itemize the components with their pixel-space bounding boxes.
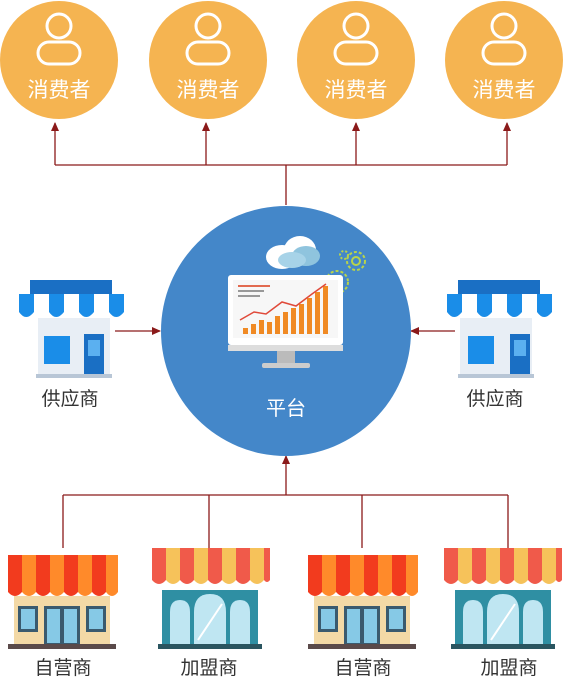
supplier-node-right bbox=[447, 280, 552, 378]
shop-icon bbox=[152, 548, 270, 649]
supplier-node-left bbox=[19, 280, 124, 378]
user-icon bbox=[333, 12, 379, 66]
supplier-label-left: 供应商 bbox=[41, 388, 99, 410]
consumer-label-4: 消费者 bbox=[472, 78, 536, 102]
consumer-label-2: 消费者 bbox=[176, 78, 240, 102]
consumer-connectors bbox=[51, 122, 511, 205]
user-icon bbox=[185, 12, 231, 66]
consumer-node-1 bbox=[0, 1, 118, 119]
consumer-node-2 bbox=[149, 1, 267, 119]
consumer-label-1: 消费者 bbox=[27, 78, 91, 102]
platform-label: 平台 bbox=[266, 396, 306, 420]
store-node-1 bbox=[8, 555, 118, 649]
supplier-label-right: 供应商 bbox=[466, 388, 524, 410]
store-label-4: 加盟商 bbox=[480, 657, 538, 679]
cloud-icon bbox=[266, 236, 320, 269]
store-node-4 bbox=[444, 548, 562, 649]
store-connectors bbox=[62, 455, 509, 548]
platform-node bbox=[161, 206, 411, 456]
consumer-label-3: 消费者 bbox=[324, 78, 388, 102]
store-node-2 bbox=[152, 548, 270, 649]
user-icon bbox=[36, 12, 82, 66]
store-label-3: 自营商 bbox=[334, 657, 392, 679]
consumer-node-4 bbox=[445, 1, 563, 119]
shop-icon bbox=[8, 555, 118, 649]
store-node-3 bbox=[308, 555, 418, 649]
shop-icon bbox=[308, 555, 418, 649]
store-label-1: 自营商 bbox=[34, 657, 92, 679]
shop-icon bbox=[447, 280, 552, 378]
shop-icon bbox=[19, 280, 124, 378]
user-icon bbox=[481, 12, 527, 66]
consumer-node-3 bbox=[297, 1, 415, 119]
monitor-chart-icon bbox=[228, 275, 343, 368]
shop-icon bbox=[444, 548, 562, 649]
store-label-2: 加盟商 bbox=[180, 657, 238, 679]
